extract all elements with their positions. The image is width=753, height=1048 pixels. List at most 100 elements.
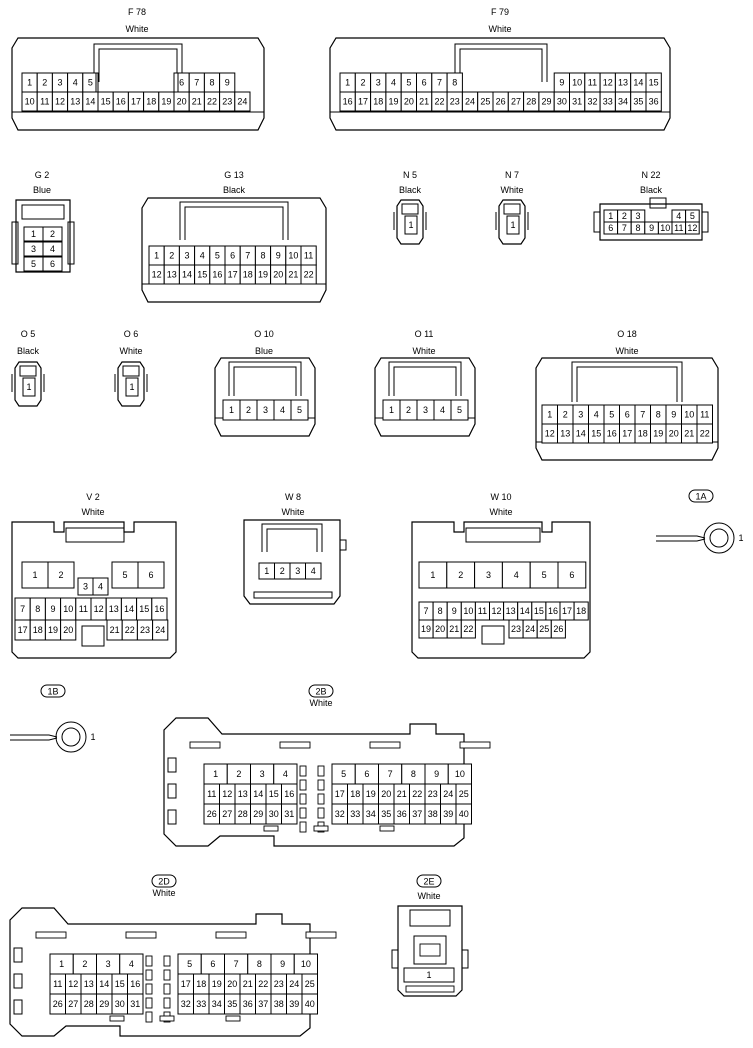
pin-label: 14 — [576, 429, 586, 439]
pin-label: 2 — [280, 566, 285, 576]
pin-label: 11 — [40, 97, 49, 107]
pin-label: 3 — [635, 211, 640, 221]
pin-label: 37 — [258, 999, 268, 1009]
pin-label: 5 — [457, 405, 462, 415]
connector-color: White — [412, 346, 435, 356]
pin-label: 12 — [94, 604, 104, 614]
pin-label: 10 — [572, 78, 582, 88]
pin-label: 4 — [594, 410, 599, 420]
pin-label: 18 — [196, 979, 206, 989]
pin-label: 7 — [194, 78, 199, 88]
connector-id: N 22 — [641, 170, 660, 180]
pin-label: 31 — [284, 809, 294, 819]
pin-label: 22 — [304, 270, 314, 280]
pin-label: 4 — [50, 244, 55, 254]
pin-label: 22 — [125, 625, 135, 635]
connector-badge — [416, 874, 442, 888]
pin-label: 18 — [373, 97, 383, 107]
pin-label: 15 — [649, 78, 659, 88]
pin-label: 27 — [68, 999, 78, 1009]
pin-cell — [418, 561, 448, 589]
pin-label: 6 — [625, 410, 630, 420]
connector-id: N 7 — [505, 170, 519, 180]
pin-cell — [42, 226, 63, 242]
pin-label: 12 — [68, 979, 78, 989]
pin-label: 8 — [656, 410, 661, 420]
pin-label: 12 — [492, 606, 502, 616]
pin-cell — [290, 399, 309, 421]
pin-label: 22 — [434, 97, 444, 107]
pin-label: 5 — [187, 959, 192, 969]
pin-label: 17 — [335, 789, 345, 799]
pin-label: 5 — [406, 78, 411, 88]
pin-label: 11 — [207, 789, 216, 799]
pin-cell — [234, 91, 251, 112]
pin-label: 14 — [520, 606, 530, 616]
pin-label: 1 — [90, 732, 95, 742]
pin-label: 28 — [238, 809, 248, 819]
pin-label: 35 — [381, 809, 391, 819]
pin-label: 1 — [32, 570, 37, 580]
pin-label: 33 — [603, 97, 613, 107]
pin-label: 4 — [514, 570, 519, 580]
pin-label: 38 — [274, 999, 284, 1009]
pin-label: 7 — [20, 604, 25, 614]
pin-cell — [455, 803, 472, 825]
pin-label: 21 — [110, 625, 120, 635]
pin-label: 4 — [283, 769, 288, 779]
pin-label: 4 — [200, 251, 205, 261]
pin-label: 36 — [397, 809, 407, 819]
connector-color: White — [615, 346, 638, 356]
pin-label: 9 — [50, 604, 55, 614]
connector-id: N 5 — [403, 170, 417, 180]
pin-label: 13 — [84, 979, 94, 989]
pin-label: 27 — [511, 97, 521, 107]
pin-label: 19 — [421, 624, 431, 634]
pin-label: 5 — [297, 405, 302, 415]
pin-label: 4 — [129, 959, 134, 969]
connector-id: 1B — [47, 687, 58, 697]
pin-label: 16 — [212, 270, 222, 280]
pin-label: 1 — [27, 78, 32, 88]
pin-label: 35 — [227, 999, 237, 1009]
pin-label: 39 — [443, 809, 453, 819]
connector-id: V 2 — [86, 492, 100, 502]
pin-label: 13 — [70, 97, 80, 107]
pin-cell — [42, 241, 63, 257]
pin-cell — [60, 619, 77, 641]
pin-label: 20 — [669, 429, 679, 439]
pin-label: 17 — [622, 429, 632, 439]
connector-color: White — [309, 698, 332, 708]
pin-cell — [92, 577, 109, 596]
pin-label: 5 — [88, 78, 93, 88]
pin-label: 15 — [115, 979, 125, 989]
pin-label: 19 — [258, 270, 268, 280]
pin-label: 24 — [237, 97, 247, 107]
pin-label: 3 — [578, 410, 583, 420]
pin-label: 19 — [389, 97, 399, 107]
pin-label: 21 — [243, 979, 253, 989]
connector-id: G 13 — [224, 170, 244, 180]
pin-label: 13 — [167, 270, 177, 280]
pin-label: 19 — [653, 429, 663, 439]
pin-label: 8 — [452, 78, 457, 88]
pin-label: 10 — [684, 410, 694, 420]
pin-cell — [685, 221, 700, 235]
pin-label: 14 — [253, 789, 263, 799]
pin-label: 3 — [31, 244, 36, 254]
pin-label: 32 — [181, 999, 191, 1009]
pin-label: 6 — [569, 570, 574, 580]
pin-label: 17 — [358, 97, 368, 107]
pin-label: 10 — [63, 604, 73, 614]
pin-label: 15 — [269, 789, 279, 799]
pin-label: 1 — [129, 382, 134, 392]
pin-label: 21 — [397, 789, 407, 799]
connector-color: White — [119, 346, 142, 356]
pin-label: 14 — [124, 604, 134, 614]
terminal-1b: 1B 1 — [10, 684, 96, 753]
